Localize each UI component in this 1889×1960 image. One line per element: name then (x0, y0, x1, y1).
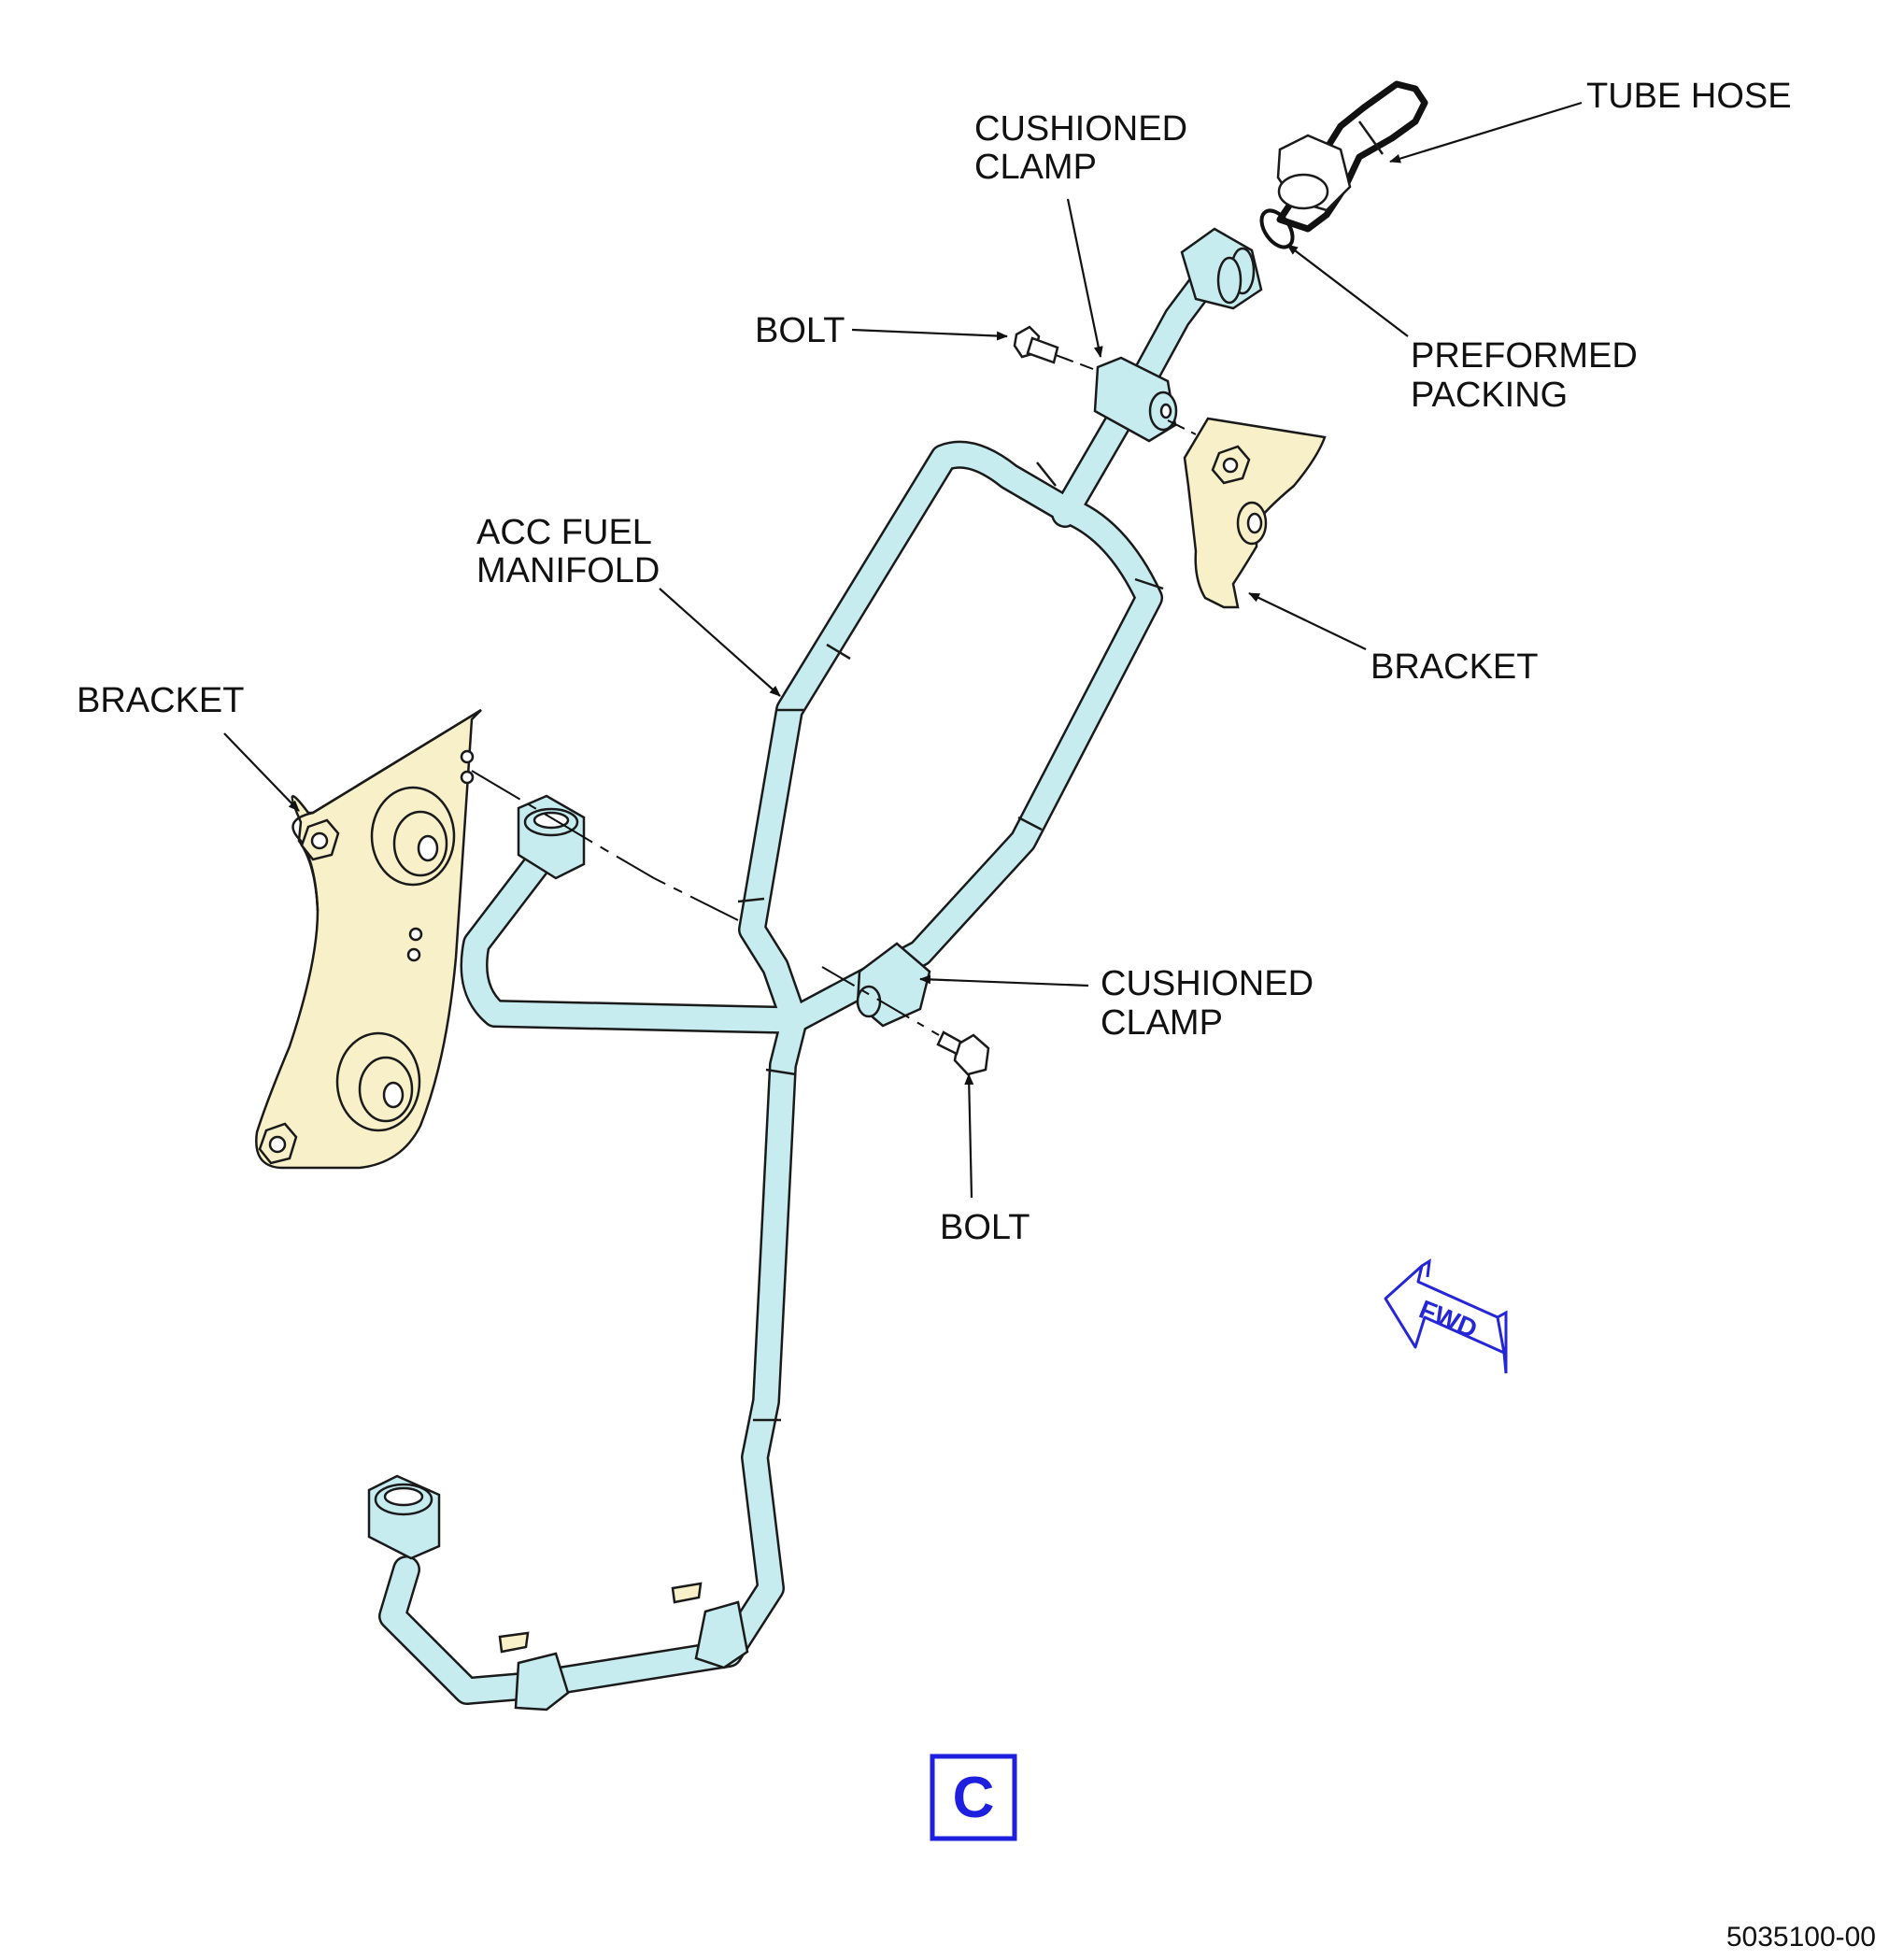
callout-cushioned-clamp-mid-line1: CUSHIONED (1101, 964, 1314, 1003)
callout-acc-fuel-manifold-line2: MANIFOLD (476, 551, 660, 590)
mid-cushioned-clamp (856, 942, 931, 1028)
callout-cushioned-clamp-top-line1: CUSHIONED (974, 109, 1187, 149)
callout-bolt-bottom: BOLT (940, 1208, 1030, 1247)
manifold-top-fitting (1180, 227, 1263, 310)
centerlines (471, 354, 1197, 1036)
callout-bracket-right: BRACKET (1371, 647, 1538, 687)
callout-acc-fuel-manifold-line1: ACC FUEL (476, 513, 652, 552)
lower-clamp-2 (498, 1631, 570, 1711)
right-bracket-nut-top (1211, 445, 1251, 485)
right-bracket-stud (1236, 501, 1268, 546)
leader-lines (223, 101, 1583, 1199)
callout-labels: TUBE HOSE CUSHIONED CLAMP BOLT PREFORMED… (77, 77, 1792, 1247)
right-bracket (1183, 417, 1327, 609)
bracket-stud-upper (370, 786, 456, 887)
top-cushioned-clamp (1093, 356, 1178, 443)
bottom-bolt (936, 1030, 990, 1076)
callout-bolt-top: BOLT (755, 311, 845, 350)
callout-cushioned-clamp-top-line2: CLAMP (974, 148, 1097, 187)
bracket-nut-top (300, 818, 340, 861)
acc-fuel-manifold (367, 227, 1263, 1711)
document-number: 5035100-00 (1726, 1922, 1876, 1953)
lower-b-nut (367, 1474, 441, 1560)
view-label: C (953, 1766, 995, 1830)
left-bracket (255, 708, 482, 1170)
view-identifier: C (930, 1754, 1017, 1841)
fwd-direction-indicator: FWD (1384, 1258, 1508, 1374)
tube-hose (1276, 80, 1428, 233)
callout-cushioned-clamp-mid-line2: CLAMP (1101, 1003, 1223, 1043)
bracket-stud-lower (335, 1031, 421, 1132)
callout-preformed-packing-line2: PACKING (1411, 376, 1568, 415)
callout-preformed-packing-line1: PREFORMED (1411, 336, 1638, 376)
left-b-nut (517, 794, 586, 880)
callout-tube-hose: TUBE HOSE (1586, 77, 1792, 116)
bracket-nut-bottom (258, 1122, 298, 1165)
lower-clamp-1 (671, 1582, 749, 1669)
callout-bracket-left: BRACKET (77, 681, 244, 720)
bracket-holes (406, 749, 475, 962)
top-bolt (1013, 325, 1059, 364)
